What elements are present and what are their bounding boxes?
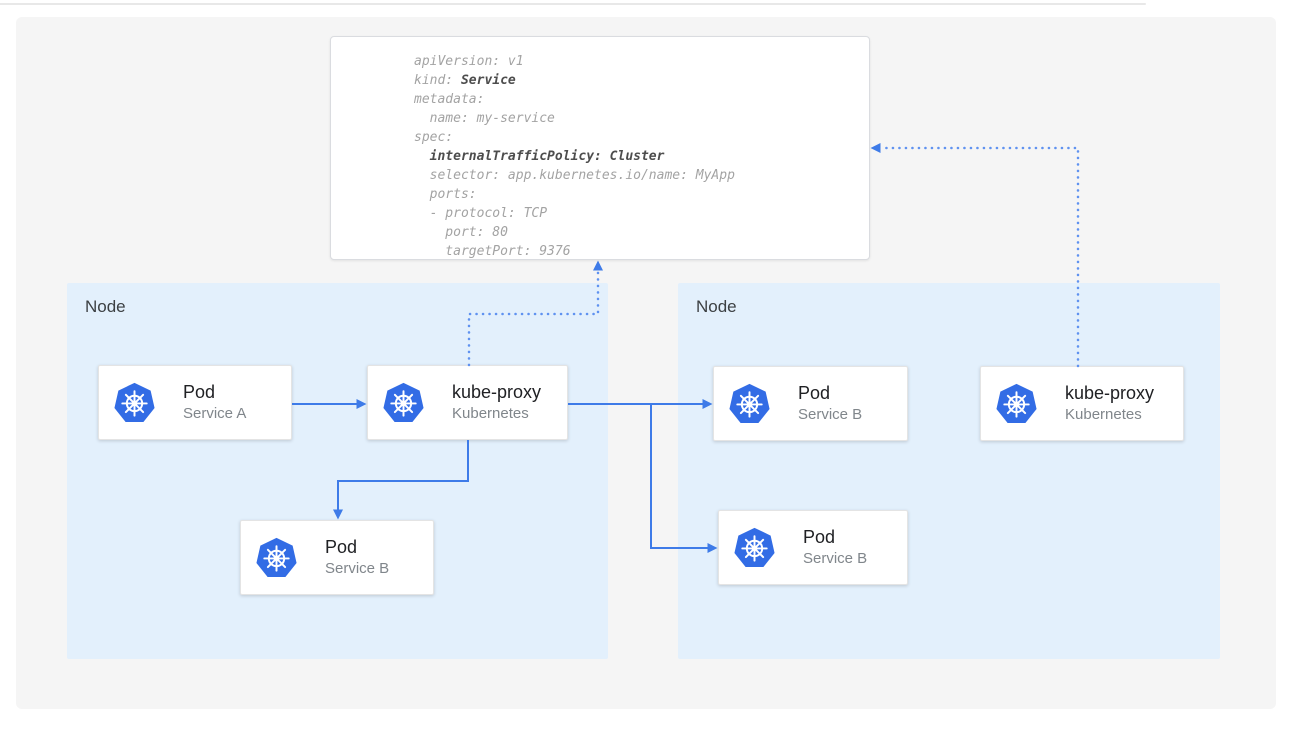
yaml-line: name: my-service: [414, 111, 555, 126]
card-subtitle: Kubernetes: [452, 405, 529, 422]
card-title: Pod: [183, 382, 216, 402]
card-subtitle: Service B: [803, 550, 868, 567]
yaml-line: ports:: [414, 187, 477, 202]
yaml-line: port: 80: [414, 225, 508, 240]
pod-card-service-a: Pod Service A: [98, 365, 292, 440]
node-left: Node: [67, 283, 608, 659]
card-subtitle: Kubernetes: [1065, 406, 1142, 423]
kubernetes-icon: [732, 525, 777, 570]
yaml-line: targetPort: 9376: [414, 244, 571, 259]
top-divider: [0, 3, 1146, 5]
yaml-line: selector: app.kubernetes.io/name: MyApp: [414, 168, 735, 183]
kubernetes-icon: [381, 380, 426, 425]
kubernetes-icon: [112, 380, 157, 425]
node-label: Node: [696, 297, 737, 316]
yaml-line: metadata:: [414, 92, 485, 107]
pod-card-service-b-right-bottom: Pod Service B: [718, 510, 908, 585]
service-yaml-card: apiVersion: v1 kind: Service metadata: nam…: [330, 36, 870, 260]
node-label: Node: [85, 297, 126, 316]
pod-card-service-b-right-top: Pod Service B: [713, 366, 908, 441]
yaml-line: internalTrafficPolicy: Cluster: [429, 149, 665, 164]
card-subtitle: Service B: [325, 560, 390, 577]
yaml-line: apiVersion: v1: [414, 54, 524, 69]
yaml-line: kind: Service: [414, 73, 516, 88]
yaml-code: apiVersion: v1 kind: Service metadata: nam…: [331, 37, 869, 261]
pod-card-service-b-left: Pod Service B: [240, 520, 434, 595]
kubernetes-icon: [254, 535, 299, 580]
card-title: kube-proxy: [452, 382, 542, 402]
card-subtitle: Service B: [798, 406, 863, 423]
card-title: kube-proxy: [1065, 383, 1155, 403]
card-subtitle: Service A: [183, 405, 247, 422]
yaml-line: - protocol: TCP: [414, 206, 548, 221]
yaml-line: spec:: [414, 130, 454, 145]
kube-proxy-card-right: kube-proxy Kubernetes: [980, 366, 1184, 441]
kubernetes-icon: [727, 381, 772, 426]
node-right: Node: [678, 283, 1220, 659]
kube-proxy-card-left: kube-proxy Kubernetes: [367, 365, 568, 440]
kubernetes-icon: [994, 381, 1039, 426]
card-title: Pod: [325, 537, 358, 557]
card-title: Pod: [798, 383, 831, 403]
card-title: Pod: [803, 527, 836, 547]
